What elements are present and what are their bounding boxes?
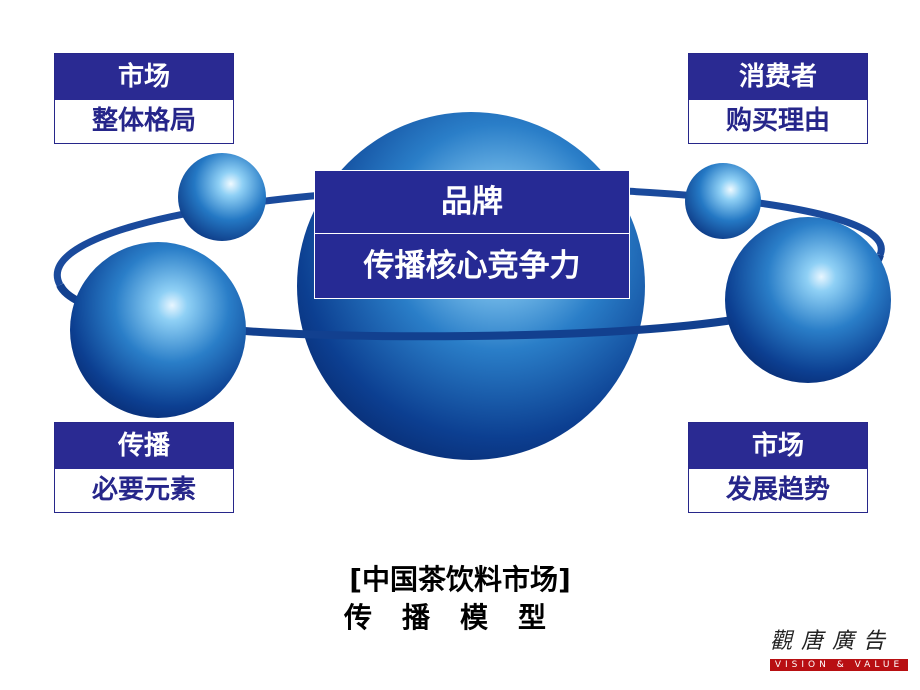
label-communication: 传播 必要元素 xyxy=(54,422,234,513)
label-subtitle: 必要元素 xyxy=(55,469,233,512)
logo-chars: 觀唐廣告 xyxy=(770,629,895,654)
label-market-landscape: 市场 整体格局 xyxy=(54,53,234,144)
label-title: 市场 xyxy=(689,423,867,469)
label-title: 消费者 xyxy=(689,54,867,100)
core-label: 品牌 传播核心竞争力 xyxy=(314,170,630,299)
label-subtitle: 发展趋势 xyxy=(689,469,867,512)
label-consumer: 消费者 购买理由 xyxy=(688,53,868,144)
label-market-trend: 市场 发展趋势 xyxy=(688,422,868,513)
sphere-bottom-right xyxy=(725,217,891,383)
label-title: 传播 xyxy=(55,423,233,469)
label-subtitle: 整体格局 xyxy=(55,100,233,143)
label-title: 市场 xyxy=(55,54,233,100)
caption-model: 传播模型 xyxy=(343,601,576,634)
core-title: 品牌 xyxy=(315,171,629,234)
logo-tagline: VISION & VALUE xyxy=(770,659,908,671)
sphere-top-left xyxy=(178,153,266,241)
core-subtitle: 传播核心竞争力 xyxy=(315,234,629,298)
company-logo: 觀唐廣告 VISION & VALUE xyxy=(770,628,910,671)
sphere-bottom-left xyxy=(70,242,246,418)
caption-market: [中国茶饮料市场] xyxy=(349,563,571,596)
sphere-top-right xyxy=(685,163,761,239)
label-subtitle: 购买理由 xyxy=(689,100,867,143)
